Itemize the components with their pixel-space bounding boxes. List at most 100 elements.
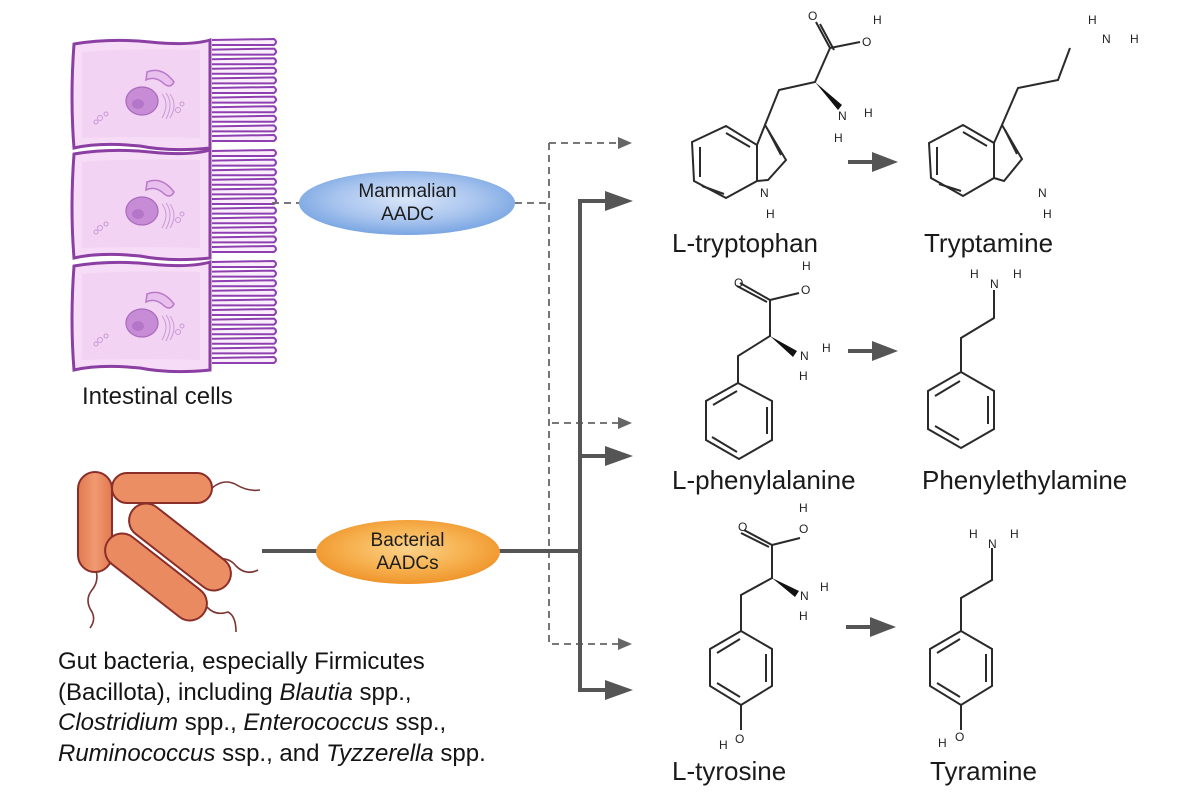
reaction-arrow-tryptophan	[848, 152, 898, 172]
genus-ruminococcus: Ruminococcus	[58, 739, 216, 767]
solid-arrowhead-tyrosine	[605, 680, 633, 700]
microvillus	[211, 336, 277, 345]
genus-blautia: Blautia	[279, 678, 353, 706]
intestinal-cells-label: Intestinal cells	[82, 383, 233, 410]
microvillus	[211, 216, 277, 225]
dashed-arrowheads	[618, 137, 632, 650]
atom-o: O	[735, 732, 744, 746]
microvillus	[211, 177, 277, 186]
atom-n: N	[760, 186, 769, 200]
solid-arrowheads	[605, 191, 633, 700]
substrate-name-tryptophan: L-tryptophan	[672, 228, 818, 258]
atom-h: H	[820, 580, 829, 594]
description-line-2: (Bacillota), including Blautia spp.,	[58, 678, 486, 709]
bacterial-aadcs-label: Bacterial AADCs	[330, 529, 485, 575]
microvillus	[211, 288, 277, 297]
microvillus	[211, 235, 277, 244]
text-span: spp.,	[352, 678, 412, 706]
microvillus	[211, 187, 277, 196]
atom-o: O	[734, 276, 743, 290]
l-phenylalanine-structure	[705, 282, 800, 461]
microvillus	[211, 244, 277, 253]
bacterial-aadcs-line2: AADCs	[376, 553, 439, 574]
microvillus	[211, 269, 277, 278]
atom-h: H	[1088, 13, 1097, 27]
microvillus	[211, 259, 277, 268]
genus-enterococcus: Enterococcus	[243, 709, 389, 736]
phenylethylamine-structure	[927, 290, 995, 450]
description-line-3: Clostridium spp., Enterococcus ssp.,	[58, 708, 486, 739]
mammalian-aadc-label: Mammalian AADC	[330, 180, 485, 226]
intestinal-cell-3	[70, 260, 212, 374]
gut-bacteria-illustration	[77, 471, 261, 633]
microvillus	[211, 206, 277, 215]
atom-o: O	[799, 522, 808, 536]
reaction-arrow-tyrosine	[846, 617, 896, 637]
description-line-4: Ruminococcus ssp., and Tyzzerella spp.	[58, 739, 486, 770]
microvillus	[211, 37, 277, 46]
atom-h: H	[1013, 267, 1022, 281]
substrate-name-phenylalanine: L-phenylalanine	[672, 465, 856, 495]
atom-h: H	[873, 13, 882, 27]
tryptamine-structure	[927, 47, 1071, 198]
gut-bacteria-description: Gut bacteria, especially Firmicutes (Bac…	[58, 647, 486, 769]
microvillus	[211, 133, 277, 142]
product-name-tryptamine: Tryptamine	[924, 228, 1054, 258]
atom-n: N	[1038, 186, 1047, 200]
atom-n: N	[990, 277, 999, 291]
text-span: spp.	[433, 739, 486, 767]
microvillus	[211, 148, 277, 157]
product-name-tyramine: Tyramine	[930, 756, 1037, 786]
atom-labels: O O H N H H N H H N H N H H O O N H H H …	[719, 9, 1139, 752]
intestinal-cell-1	[70, 38, 212, 152]
microvillus	[211, 66, 277, 75]
microvillus	[211, 279, 277, 288]
bacterial-aadcs-line1: Bacterial	[370, 530, 445, 551]
atom-o: O	[955, 730, 964, 744]
microvillus	[211, 196, 277, 205]
microvilli-brush-border	[211, 37, 277, 364]
microvillus	[211, 76, 277, 85]
genus-clostridium: Clostridium	[58, 709, 179, 736]
atom-h: H	[969, 527, 978, 541]
reaction-arrows	[846, 152, 898, 637]
l-tyrosine-structure	[709, 529, 801, 730]
microvillus	[211, 114, 277, 123]
intestinal-cell-2	[70, 148, 212, 262]
dashed-arrowhead-phenylalanine	[618, 417, 632, 429]
text-span: ssp., and	[215, 739, 327, 767]
atom-o: O	[862, 35, 871, 49]
l-tryptophan-structure	[690, 21, 861, 200]
microvillus	[211, 298, 277, 307]
microvillus	[211, 168, 277, 177]
genus-tyzzerella: Tyzzerella	[326, 739, 434, 767]
atom-h: H	[822, 341, 831, 355]
microvillus	[211, 327, 277, 336]
atom-h: H	[799, 369, 808, 383]
atom-h: H	[834, 131, 843, 145]
description-line-1: Gut bacteria, especially Firmicutes	[58, 648, 425, 675]
atom-h: H	[938, 736, 947, 750]
solid-arrowhead-tryptophan	[605, 191, 633, 211]
microvillus	[211, 346, 277, 355]
microvillus	[211, 307, 277, 316]
microvillus	[211, 355, 277, 364]
atom-n: N	[1102, 32, 1111, 46]
text-span: ssp.,	[388, 709, 447, 736]
product-name-phenylethylamine: Phenylethylamine	[922, 465, 1128, 495]
atom-o: O	[801, 283, 810, 297]
atom-n: N	[838, 109, 847, 123]
mammalian-pathway-dashed-arrows	[272, 142, 618, 645]
microvillus	[211, 105, 277, 114]
atom-n: N	[800, 349, 809, 363]
bacterial-pathway-solid-arrows	[262, 199, 608, 692]
bacterium-2	[111, 472, 213, 504]
atom-h: H	[799, 501, 808, 515]
microvillus	[211, 158, 277, 167]
microvillus	[211, 85, 277, 94]
mammalian-aadc-line2: AADC	[381, 204, 434, 225]
tyramine-structure	[929, 548, 993, 730]
atom-n: N	[800, 589, 809, 603]
atom-o: O	[738, 520, 747, 534]
intestinal-cells-illustration	[70, 37, 277, 374]
